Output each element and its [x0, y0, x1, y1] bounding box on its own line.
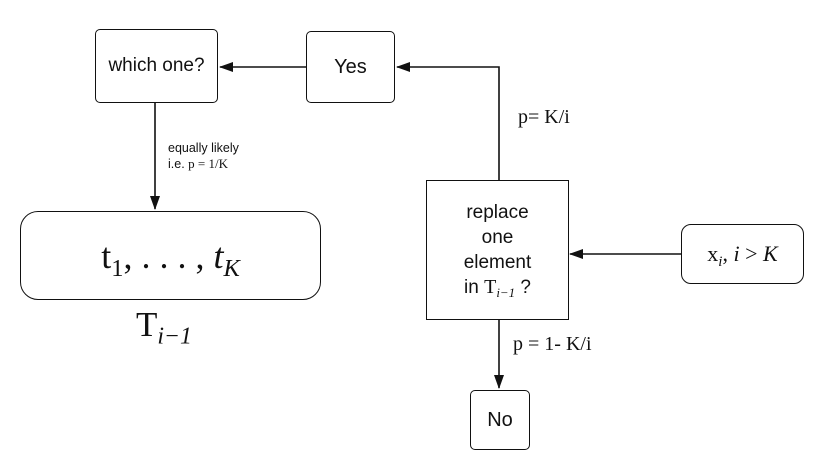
replace-line4-suffix: ? [515, 277, 531, 298]
which-one-label: which one? [108, 55, 205, 76]
input-x: x [707, 241, 719, 266]
no-label: No [487, 408, 513, 431]
set-t1-sub: 1 [111, 254, 124, 282]
yes-box: Yes [306, 31, 395, 103]
input-cond-k: K [763, 241, 778, 266]
set-ellipsis: , . . . , [123, 235, 214, 276]
replace-line4-t: T [484, 276, 497, 298]
set-t1: t [101, 235, 112, 276]
input-cond-op: > [739, 241, 763, 266]
which-one-box: which one? [95, 29, 218, 103]
input-x-sub: i [718, 253, 723, 270]
set-caption: Ti−1 [136, 305, 192, 349]
ie-prefix: i.e. [168, 157, 189, 171]
p-no-label: p = 1- K/i [513, 333, 592, 356]
no-box: No [470, 390, 530, 450]
p-no-text: p = 1- K/i [513, 333, 592, 355]
replace-line4: in Ti−1 ? [464, 275, 531, 300]
set-box: t1, . . . , tK [20, 211, 321, 300]
equally-likely-text: equally likely [168, 141, 239, 155]
set-caption-sub: i−1 [157, 323, 192, 350]
set-caption-t: T [136, 305, 158, 344]
replace-line4-sub: i−1 [496, 285, 516, 301]
yes-label: Yes [334, 55, 367, 78]
input-cond-i: i [733, 241, 740, 266]
set-contents: t1, . . . , tK [101, 235, 240, 281]
ie-formula: p = 1/K [188, 156, 228, 171]
arrow-replace-to-yes [396, 62, 500, 180]
ie-formula-line: i.e. p = 1/K [168, 156, 239, 172]
input-box: xi, i > K [681, 224, 804, 284]
p-yes-text: p= K/i [518, 106, 570, 128]
replace-line1: replace [466, 202, 529, 223]
replace-line4-prefix: in [464, 277, 485, 298]
replace-line3: element [463, 252, 532, 273]
set-tk-sub: K [223, 254, 240, 282]
input-contents: xi, i > K [707, 241, 778, 270]
replace-line2: one [481, 227, 514, 248]
set-tk: t [213, 235, 224, 276]
equally-likely-label: equally likely i.e. p = 1/K [168, 141, 239, 172]
input-sep: , [722, 241, 734, 266]
replace-box: replace one element in Ti−1 ? [426, 180, 569, 320]
p-yes-label: p= K/i [518, 106, 570, 129]
